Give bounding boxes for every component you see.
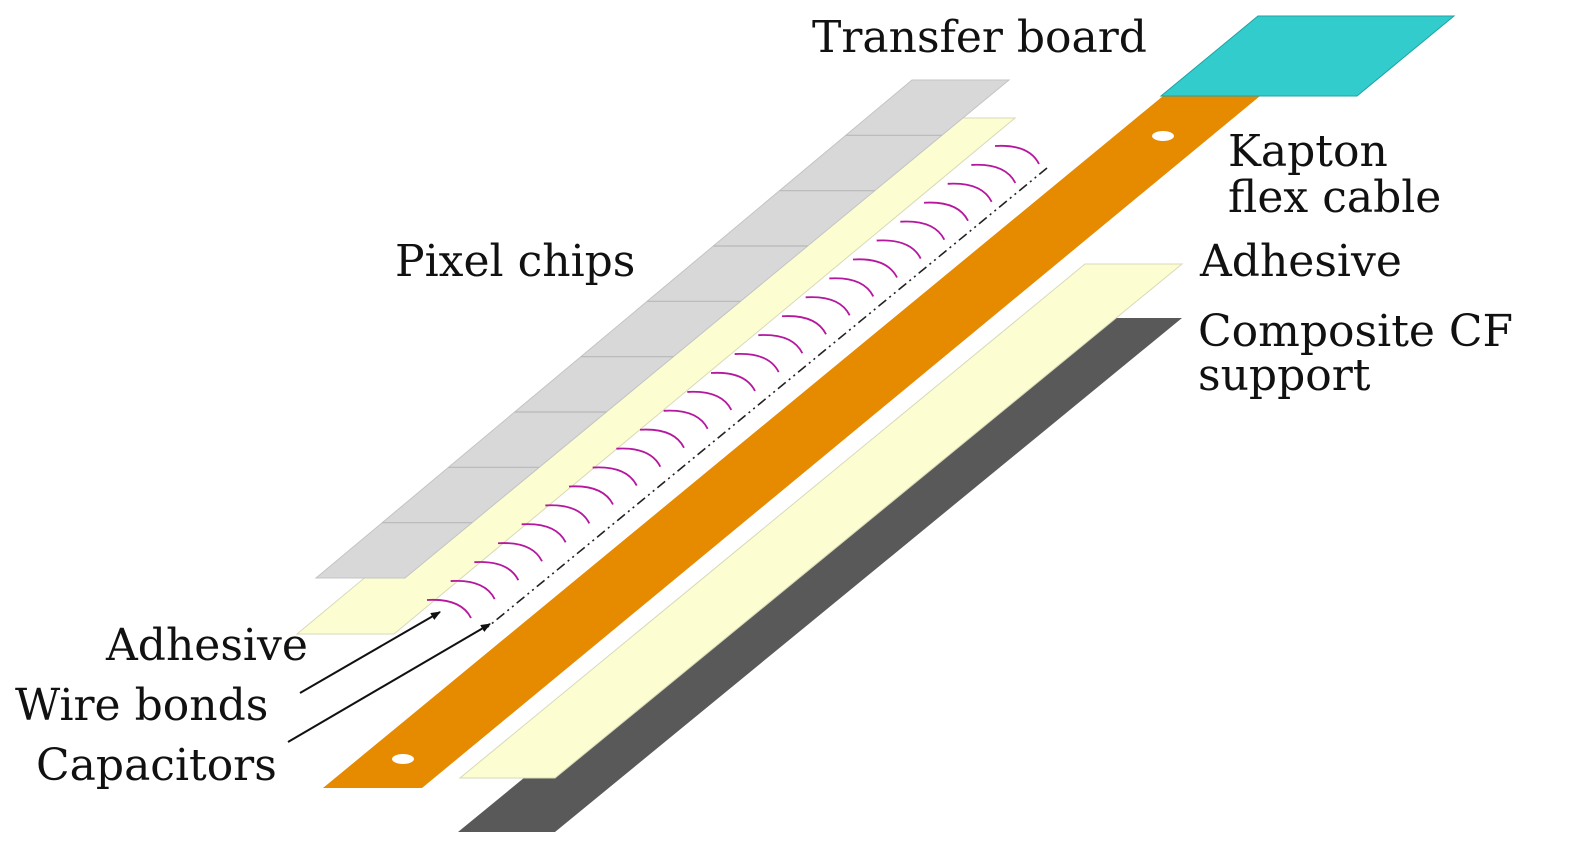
wire-bond — [805, 296, 851, 316]
label-adhesive-lower: Adhesive — [1199, 236, 1402, 287]
transfer-board-layer — [1159, 15, 1456, 97]
wire-bond — [521, 523, 567, 543]
wire-bond — [829, 277, 875, 297]
wire-bond — [592, 466, 638, 487]
wire-bond — [971, 163, 1017, 184]
label-transfer-board: Transfer board — [812, 12, 1147, 63]
pixel-chips-layer — [314, 79, 1011, 579]
wire-bonds-group — [426, 144, 1040, 619]
wire-bond — [734, 353, 780, 373]
capacitors-line — [483, 167, 1048, 631]
wire-bond — [426, 598, 472, 619]
wire-bond — [994, 144, 1040, 165]
wire-bond — [923, 201, 969, 222]
kapton-hole-bottom — [392, 754, 414, 764]
lower-adhesive-layer — [458, 263, 1184, 779]
wire-bond — [758, 334, 804, 354]
label-kapton-line1: Kapton — [1228, 126, 1388, 177]
wire-bond — [876, 239, 922, 260]
capacitors-arrow — [287, 623, 491, 743]
wire-bond — [687, 390, 733, 411]
wire-bond — [710, 371, 756, 392]
wire-bond — [639, 428, 685, 449]
wire-bond — [947, 182, 993, 203]
wire-bonds-arrow — [299, 611, 441, 694]
kapton-flex-cable-layer — [323, 96, 1260, 788]
label-adhesive-upper: Adhesive — [105, 620, 308, 671]
label-composite-line1: Composite CF — [1198, 306, 1513, 357]
wire-bond — [450, 580, 496, 600]
wire-bond — [663, 409, 709, 430]
wire-bond — [616, 447, 662, 468]
label-wire-bonds: Wire bonds — [15, 680, 268, 731]
label-capacitors: Capacitors — [36, 740, 277, 791]
wire-bond — [900, 220, 946, 241]
wire-bond — [568, 485, 614, 505]
label-kapton-line2: flex cable — [1228, 172, 1441, 223]
wire-bond — [545, 504, 591, 524]
wire-bond — [852, 258, 898, 278]
pixel-chip-dividers — [382, 134, 942, 524]
wire-bond — [781, 315, 827, 335]
wire-bond — [474, 561, 520, 581]
label-pixel-chips: Pixel chips — [395, 236, 635, 287]
wire-bond — [497, 542, 543, 562]
kapton-hole-top — [1152, 131, 1174, 141]
label-composite-line2: support — [1198, 350, 1371, 401]
